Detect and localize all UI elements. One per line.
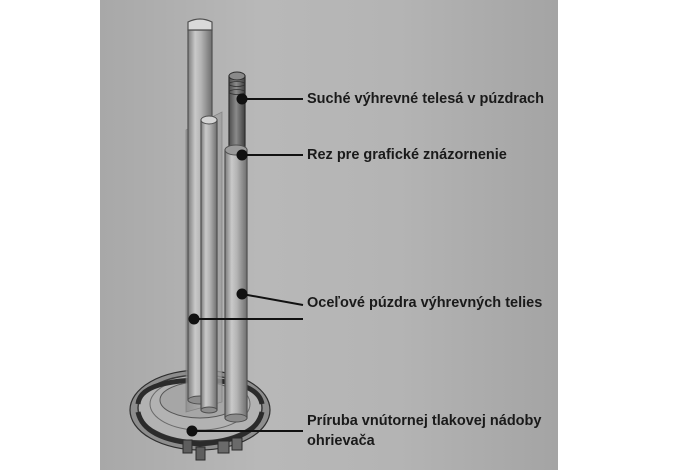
leader-flange [186, 425, 303, 437]
cutaway-heater-sheath [224, 71, 248, 423]
label-flange-line2: ohrievača [307, 433, 375, 449]
leader-cutaway-section [236, 149, 303, 161]
leader-dry-heating-elements [236, 93, 303, 105]
label-flange-line1: Príruba vnútornej tlakovej nádoby [307, 413, 542, 429]
flange-terminals [182, 437, 243, 461]
medium-heater-sheath [200, 115, 218, 414]
label-steel-sheaths: Oceľové púzdra výhrevných telies [307, 295, 543, 311]
label-cutaway-section: Rez pre grafické znázornenie [307, 147, 507, 163]
label-dry-heating-elements: Suché výhrevné telesá v púzdrach [307, 91, 544, 107]
leader-steel-sheaths [188, 288, 304, 325]
